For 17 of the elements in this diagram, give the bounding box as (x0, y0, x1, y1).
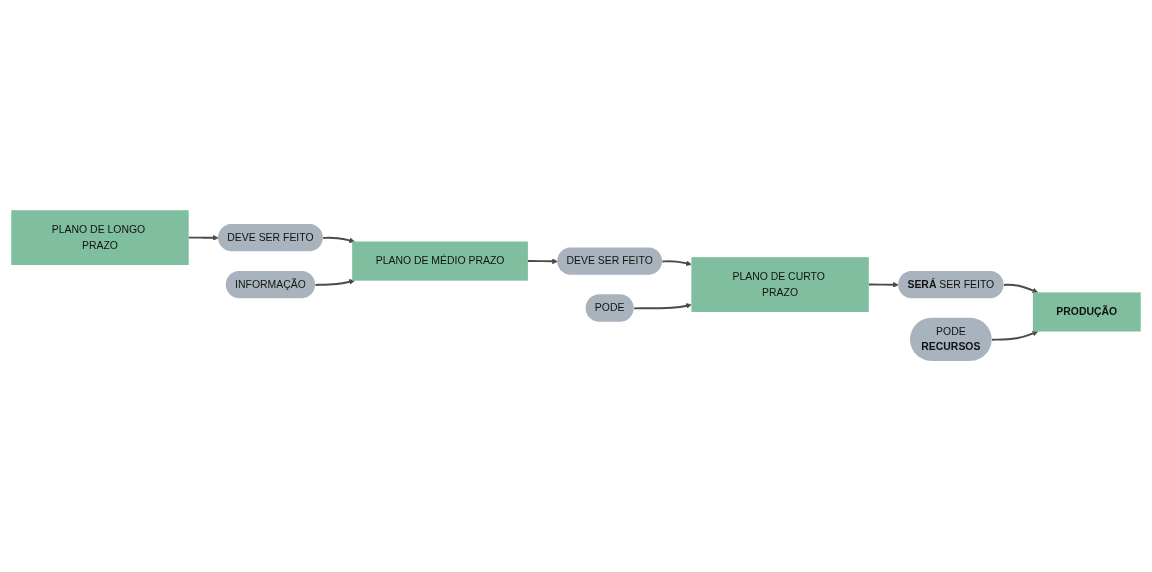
arrow (867, 282, 899, 289)
node-box: PLANO DE MÉDIO PRAZO (352, 241, 528, 282)
arrow (314, 279, 355, 287)
node-box: SERÁ SER FEITO (898, 271, 1004, 299)
arrow (991, 331, 1039, 342)
arrow (322, 237, 355, 244)
arrow (633, 303, 692, 310)
node-box: INFORMAÇÃO (225, 271, 316, 299)
node-box: DEVE SER FEITO (218, 224, 323, 252)
arrow (1002, 284, 1039, 294)
node-box: PLANO DE LONGO PRAZO (11, 210, 189, 266)
arrow (187, 235, 219, 242)
node-box: PRODUÇÃO (1032, 292, 1141, 332)
node-box: DEVE SER FEITO (557, 247, 663, 276)
arrow (661, 260, 692, 267)
node-box: PLANO DE CURTO PRAZO (691, 257, 869, 313)
arrow (526, 258, 558, 265)
